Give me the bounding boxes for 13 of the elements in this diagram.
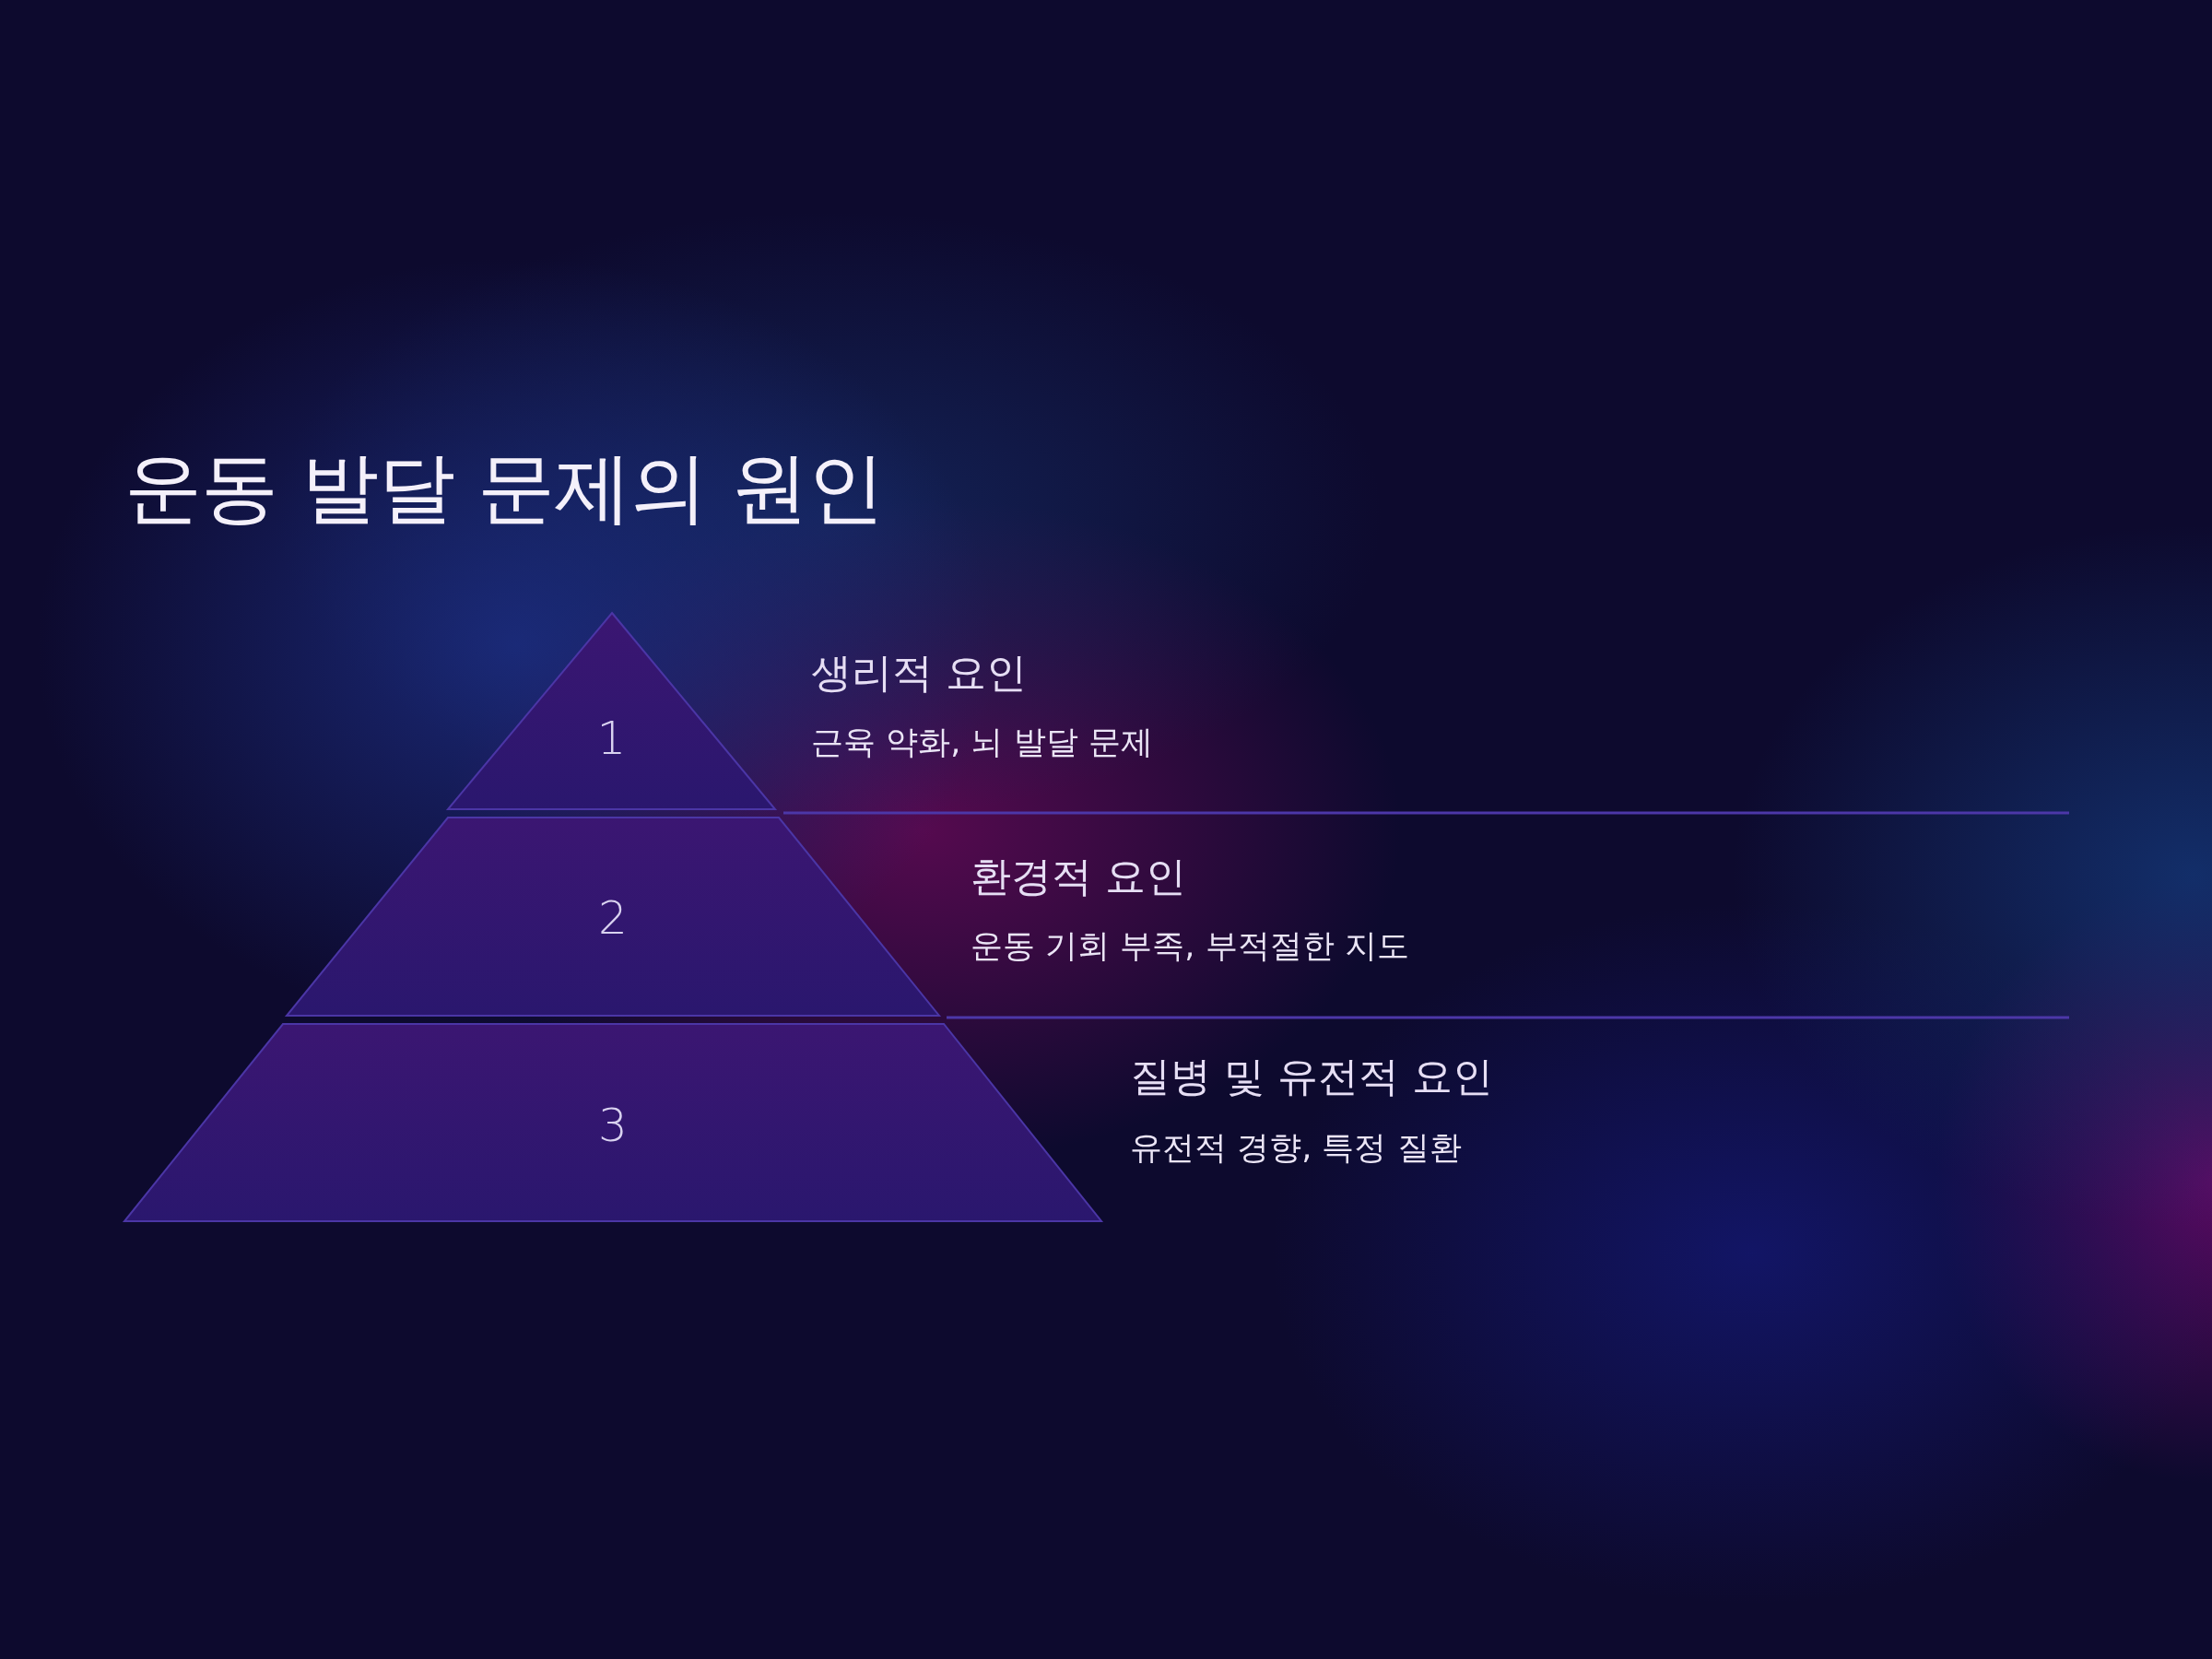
tier-description: 근육 약화, 뇌 발달 문제 bbox=[811, 723, 1153, 761]
tier-heading: 질병 및 유전적 요인 bbox=[1130, 1053, 1493, 1100]
tier-description: 운동 기회 부족, 부적절한 지도 bbox=[971, 926, 1409, 965]
tier-number: 2 bbox=[598, 895, 628, 941]
tier-heading: 환경적 요인 bbox=[971, 853, 1186, 900]
tier-number: 3 bbox=[598, 1102, 628, 1148]
pyramid-tier bbox=[124, 1024, 1101, 1221]
pyramid-tier bbox=[448, 613, 775, 809]
slide-title: 운동 발달 문제의 원인 bbox=[124, 442, 885, 533]
tier-heading: 생리적 요인 bbox=[811, 649, 1027, 697]
tier-description: 유전적 경향, 특정 질환 bbox=[1130, 1128, 1462, 1167]
pyramid-tier bbox=[287, 818, 939, 1016]
tier-number: 1 bbox=[596, 715, 627, 761]
